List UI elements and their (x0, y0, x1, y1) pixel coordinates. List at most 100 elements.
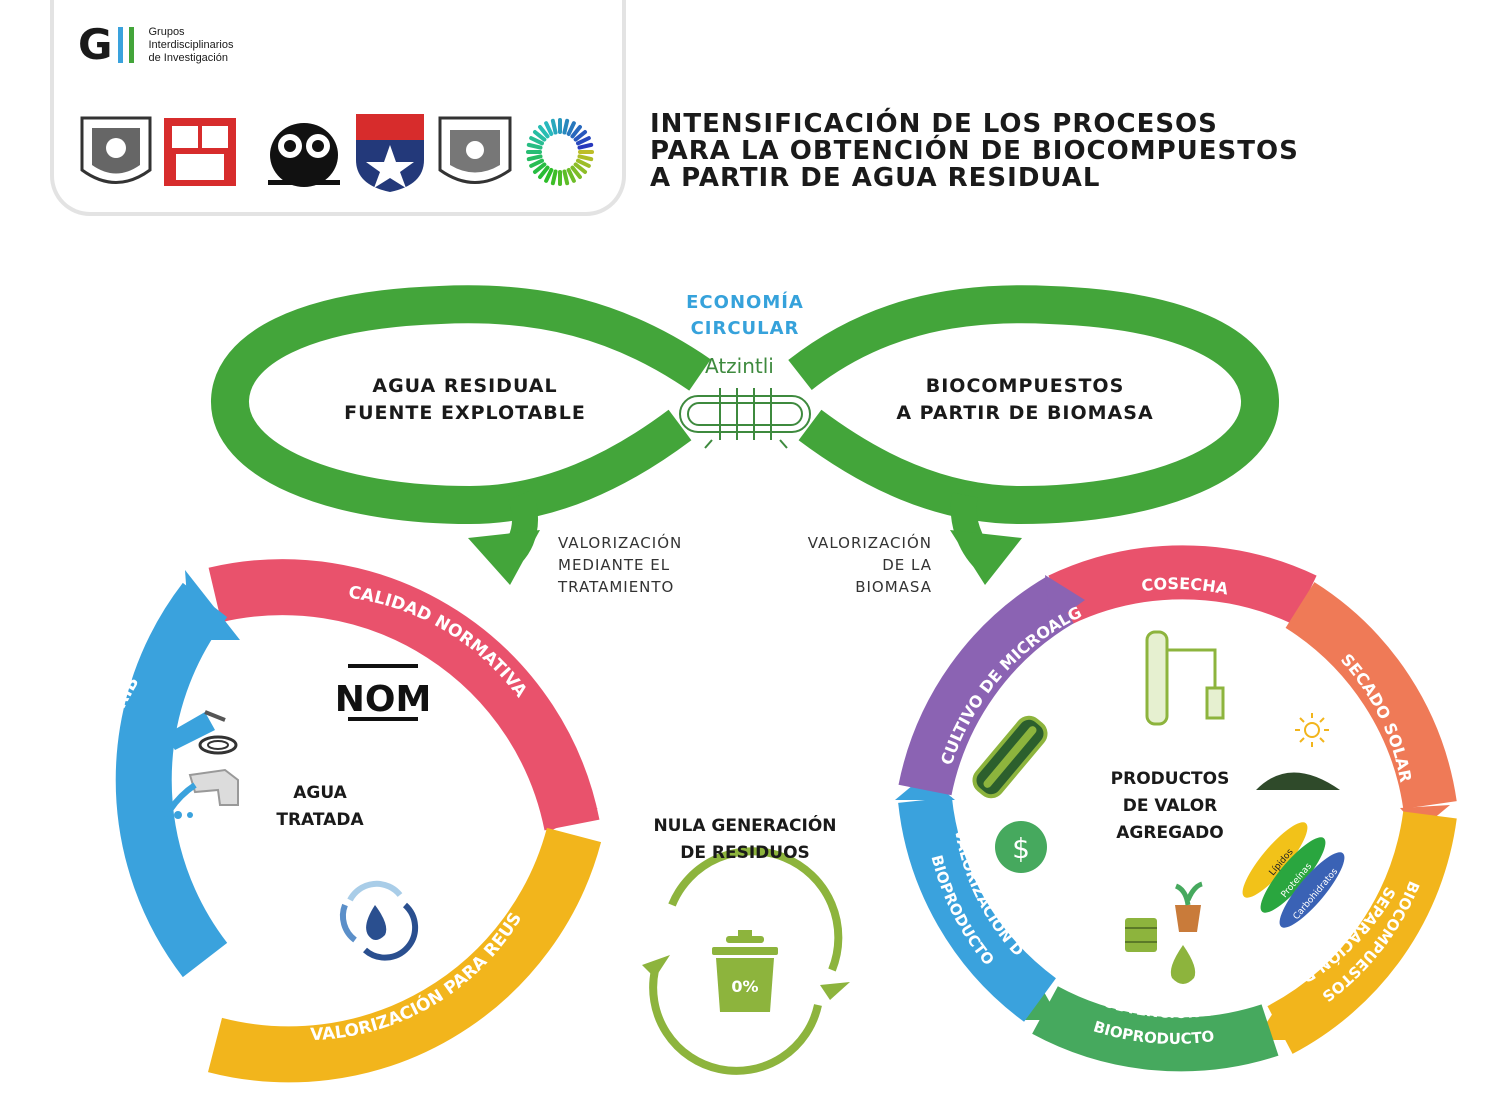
agua-tratada-line-2: TRATADA (276, 810, 364, 830)
seg-cosecha (1048, 545, 1317, 625)
logo-dot (573, 130, 588, 142)
valor-bio-line-3: BIOMASA (855, 578, 932, 596)
logo-dot (538, 165, 550, 180)
oil-drop-icon (1170, 945, 1196, 984)
photobioreactor-icon (972, 715, 1048, 799)
shower-icon (165, 710, 238, 755)
fuel-barrel-icon (1125, 918, 1157, 952)
logo-dot (573, 162, 588, 174)
biocompound-ellipses: Lípidos Proteínas Carbohidratos (1242, 822, 1345, 928)
seg-valorizacion-reuso (208, 827, 602, 1083)
unam-seal-logo (80, 116, 152, 184)
logo-dot (550, 118, 558, 135)
title-line-3: A PARTIR DE AGUA RESIDUAL (650, 163, 1101, 193)
circle-dots-logo (526, 118, 594, 186)
logo-dot (544, 121, 554, 136)
atzintli-reactor-icon (679, 388, 811, 449)
logo-dot (562, 118, 570, 135)
logo-dot (576, 136, 591, 146)
trash-bin-icon: 0% (712, 930, 778, 1012)
productos-line-3: AGREGADO (1116, 823, 1224, 843)
nula-generacion-label: NULA GENERACIÓN DE RESIDUOS (620, 813, 870, 867)
water-reuse-icon (339, 880, 419, 961)
biocompuestos-line-1: BIOCOMPUESTOS (925, 375, 1125, 397)
logo-dot (529, 136, 544, 146)
productos-line-2: DE VALOR (1122, 796, 1218, 816)
arrow-down-left (468, 530, 540, 585)
logo-dot (566, 121, 576, 136)
logo-dot (526, 154, 543, 162)
pipe-water-icon (162, 768, 239, 819)
nom-logo: NOM (335, 664, 432, 721)
logo-dot (576, 158, 591, 168)
owl-logo (268, 123, 340, 187)
gii-bar-green (129, 27, 135, 63)
gii-caption-line3: de Investigación (148, 51, 228, 64)
gii-logo: G Grupos Interdisciplinarios de Investig… (78, 24, 233, 66)
harvest-column-icon (1145, 630, 1225, 726)
logo-dot (570, 165, 582, 180)
atzintli-label: Atzintli (705, 354, 774, 378)
economia-circular-label: ECONOMÍA CIRCULAR (660, 290, 830, 342)
valor-trat-line-3: TRATAMIENTO (558, 578, 675, 596)
productos-line-1: PRODUCTOS (1110, 769, 1230, 789)
gii-caption-line1: Grupos (148, 25, 185, 38)
logo-dot (526, 142, 543, 150)
productos-valor-label: PRODUCTOS DE VALOR AGREGADO (1090, 766, 1250, 847)
valorizacion-biomasa-label: VALORIZACIÓN DE LA BIOMASA (782, 532, 932, 598)
agua-tratada-line-1: AGUA (293, 783, 347, 803)
svg-text:$: $ (1012, 832, 1030, 865)
logo-dot (544, 168, 554, 183)
agua-residual-line-2: FUENTE EXPLOTABLE (344, 402, 586, 424)
logo-dot (532, 130, 547, 142)
university-shield-logo (356, 114, 424, 192)
title-line-1: INTENSIFICACIÓN DE LOS PROCESOS (650, 109, 1218, 139)
agua-tratada-label: AGUA TRATADA (250, 780, 390, 834)
gii-bar-blue (118, 27, 124, 63)
eco-line-1: ECONOMÍA (686, 292, 804, 313)
right-cycle (895, 545, 1457, 1072)
logo-dot (529, 158, 544, 168)
logo-dot (538, 124, 550, 139)
page-title: INTENSIFICACIÓN DE LOS PROCESOS PARA LA … (650, 111, 1299, 192)
valor-bio-line-1: VALORIZACIÓN (807, 534, 932, 552)
gii-caption: Grupos Interdisciplinarios de Investigac… (148, 26, 233, 65)
logo-dot (532, 162, 547, 174)
logo-dot (550, 169, 558, 186)
valor-bio-line-2: DE LA (882, 556, 932, 574)
biocompuestos-label: BIOCOMPUESTOS A PARTIR DE BIOMASA (855, 373, 1195, 427)
logo-dot (562, 169, 570, 186)
institute-squares-logo (164, 118, 236, 186)
infinity-loop (211, 285, 1279, 585)
gii-letter-g: G (78, 20, 113, 69)
svg-text:0%: 0% (731, 977, 758, 996)
title-line-2: PARA LA OBTENCIÓN DE BIOCOMPUESTOS (650, 136, 1299, 166)
eco-line-2: CIRCULAR (690, 318, 800, 339)
svg-text:NOM: NOM (335, 679, 432, 720)
logo-dot (577, 142, 594, 150)
logo-dot (570, 124, 582, 139)
arrow-down-right (950, 530, 1022, 585)
seg-secado-solar (1285, 582, 1457, 810)
nula-line-2: DE RESIDUOS (680, 843, 810, 863)
header-logo-panel (50, 0, 626, 216)
seg-separacion (1267, 811, 1457, 1054)
plant-pot-icon (1174, 881, 1203, 932)
seg-propuesta-distribucion (115, 582, 228, 978)
seg-cultivo-microalgas (898, 576, 1075, 796)
zero-waste-cycle (642, 847, 850, 1075)
seg-valorizacion-bioproductos (898, 796, 1057, 1022)
valor-trat-line-2: MEDIANTE EL (558, 556, 671, 574)
ciencias-seal-logo (438, 116, 512, 184)
valor-trat-line-1: VALORIZACIÓN (558, 534, 683, 552)
logo-dot (577, 154, 594, 162)
sun-icon (1295, 713, 1329, 747)
agua-residual-label: AGUA RESIDUAL FUENTE EXPLOTABLE (300, 373, 630, 427)
biomass-powder-icon (1256, 772, 1340, 790)
left-cycle (115, 559, 602, 1083)
seg-calidad-normativa (208, 559, 600, 831)
nula-line-1: NULA GENERACIÓN (653, 816, 837, 836)
logo-dot (566, 168, 576, 183)
seg-obtencion (1032, 986, 1279, 1072)
